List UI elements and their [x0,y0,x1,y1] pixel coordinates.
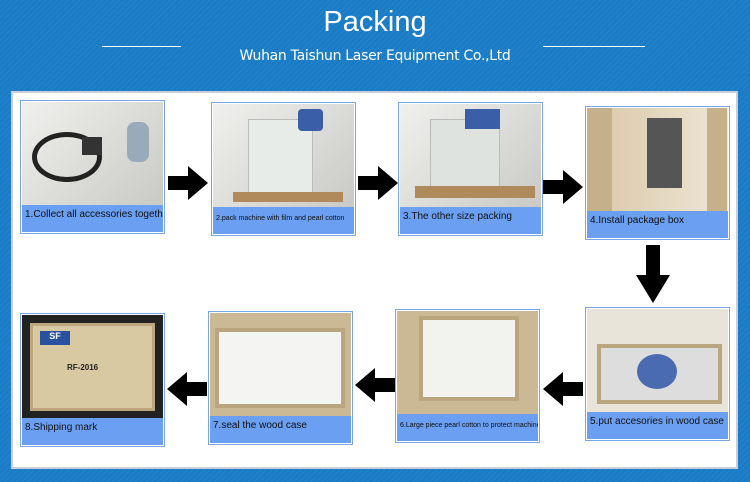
logo-mark: SF [40,331,70,345]
step-5-card: 5.put accesories in wood case [585,307,730,441]
film-wrapped-machine-photo [213,104,354,207]
other-size-packing-photo [400,104,541,207]
pearl-cotton-photo [397,311,538,414]
page-title: Packing [323,6,427,38]
arrow-left-icon [543,372,583,406]
package-box-photo [587,108,728,211]
step-caption: 4.Install package box [587,211,728,238]
divider-left [102,46,181,47]
step-caption: 8.Shipping mark [22,418,163,445]
step-4-card: 4.Install package box [585,106,730,240]
step-caption: 1.Collect all accessories together [22,205,163,232]
step-caption: 2.pack machine with film and pearl cotto… [213,207,354,234]
accessories-photo [22,102,163,205]
company-name: Wuhan Taishun Laser Equipment Co.,Ltd [239,48,511,64]
step-caption: 7.seal the wood case [210,416,351,443]
arrow-left-icon [355,368,395,402]
arrow-right-icon [358,166,398,200]
sealed-case-photo [210,313,351,416]
arrow-down-icon [636,245,670,303]
accessories-in-case-photo [587,309,728,412]
step-3-card: 3.The other size packing [398,102,543,236]
arrow-right-icon [168,166,208,200]
step-caption: 3.The other size packing [400,207,541,234]
step-8-card: SF RF-2016 8.Shipping mark [20,313,165,447]
step-2-card: 2.pack machine with film and pearl cotto… [211,102,356,236]
arrow-right-icon [543,170,583,204]
step-6-card: 6.Large piece pearl cotton to protect ma… [395,309,540,443]
arrow-left-icon [167,372,207,406]
step-caption: 6.Large piece pearl cotton to protect ma… [397,414,538,441]
divider-right [543,46,645,47]
step-7-card: 7.seal the wood case [208,311,353,445]
shipping-mark-photo: SF RF-2016 [22,315,163,418]
shipping-mark-text: RF-2016 [67,363,99,372]
step-caption: 5.put accesories in wood case [587,412,728,439]
step-1-card: 1.Collect all accessories together [20,100,165,234]
